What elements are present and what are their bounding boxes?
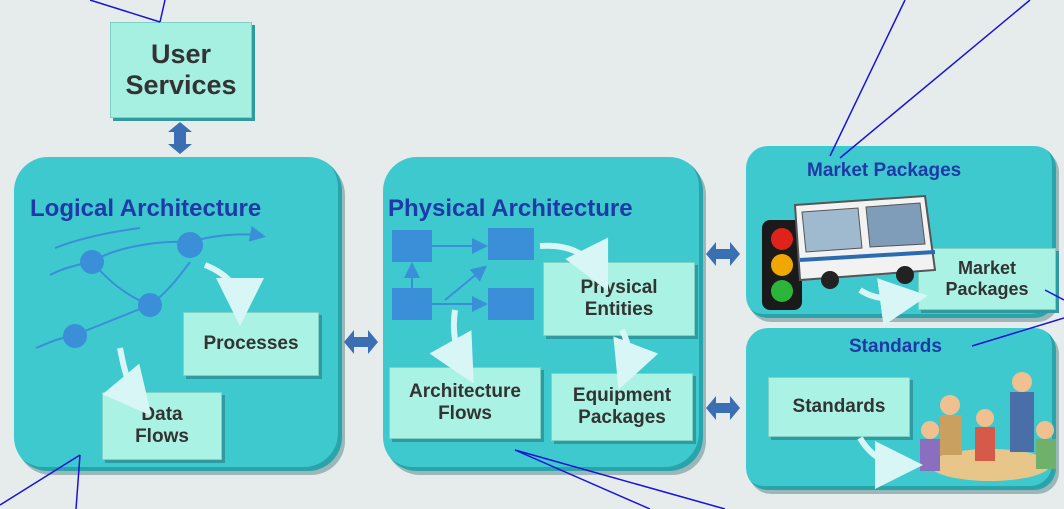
double-arrow-icon-physical-market	[706, 242, 740, 266]
standards-title: Standards	[849, 336, 942, 357]
user-services-line2: Services	[125, 70, 237, 100]
vertical-double-arrow-icon	[168, 122, 192, 154]
standards-label: Standards	[792, 396, 886, 418]
data-flows-line2: Flows	[135, 426, 189, 447]
user-services-box: User Services	[110, 22, 252, 118]
market-packages-box: Market Packages	[918, 248, 1056, 310]
market-packages-title: Market Packages	[807, 160, 962, 181]
equipment-packages-line2: Packages	[578, 407, 666, 428]
data-flows-line1: Data	[141, 404, 183, 426]
physical-entities-line1: Physical	[580, 277, 658, 299]
processes-box: Processes	[183, 312, 319, 376]
equipment-packages-box: Equipment Packages	[551, 373, 693, 441]
equipment-packages-line1: Equipment	[572, 385, 672, 407]
data-flows-box: Data Flows	[102, 392, 222, 460]
market-packages-line1: Market	[957, 258, 1017, 279]
physical-architecture-title: Physical Architecture	[388, 195, 633, 222]
user-services-line1: User	[150, 38, 212, 69]
market-packages-line2: Packages	[945, 279, 1029, 299]
architecture-flows-line2: Flows	[438, 403, 492, 424]
logical-architecture-title: Logical Architecture	[30, 195, 262, 222]
double-arrow-icon-physical-standards	[706, 396, 740, 420]
architecture-flows-box: Architecture Flows	[389, 367, 541, 439]
architecture-flows-line1: Architecture	[409, 381, 521, 403]
physical-entities-box: Physical Entities	[543, 262, 695, 336]
standards-box: Standards	[768, 377, 910, 437]
processes-label: Processes	[203, 333, 299, 355]
double-arrow-icon-logical-physical	[344, 330, 378, 354]
physical-entities-line2: Entities	[584, 299, 654, 320]
